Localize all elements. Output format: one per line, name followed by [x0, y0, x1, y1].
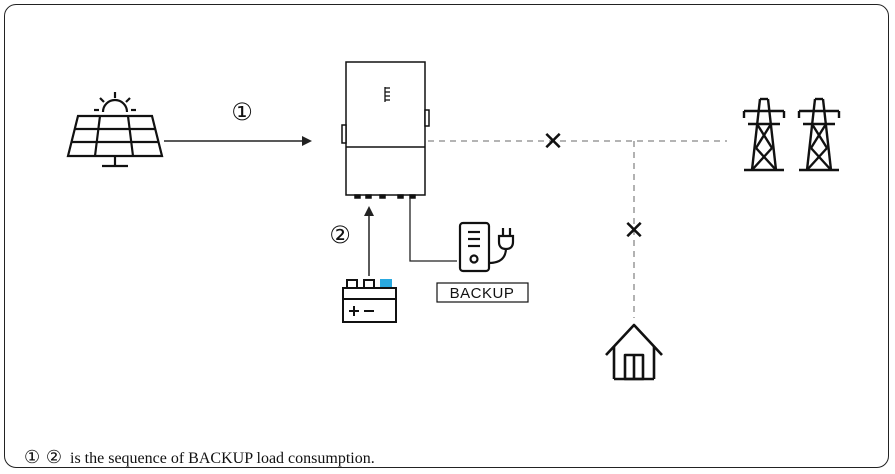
backup-load-icon [458, 221, 515, 273]
house-icon [605, 323, 663, 381]
inverter-icon [341, 61, 430, 199]
diagram-frame [4, 4, 889, 468]
diagram-caption: ① ② is the sequence of BACKUP load consu… [16, 429, 375, 468]
backup-load-line [409, 198, 457, 262]
caption-markers: ① ② [24, 447, 62, 468]
step-1-marker: ① [231, 98, 253, 126]
battery-icon [342, 279, 397, 323]
backup-label-box [436, 282, 529, 303]
solar-panel-icon [66, 92, 164, 168]
step-2-marker: ② [329, 221, 351, 249]
backup-label: BACKUP [450, 285, 515, 302]
grid-disconnect-mark: ✕ [542, 127, 564, 157]
caption-text: is the sequence of BACKUP load consumpti… [62, 450, 375, 467]
house-disconnect-mark: ✕ [623, 216, 645, 246]
power-grid-icon [742, 97, 841, 172]
